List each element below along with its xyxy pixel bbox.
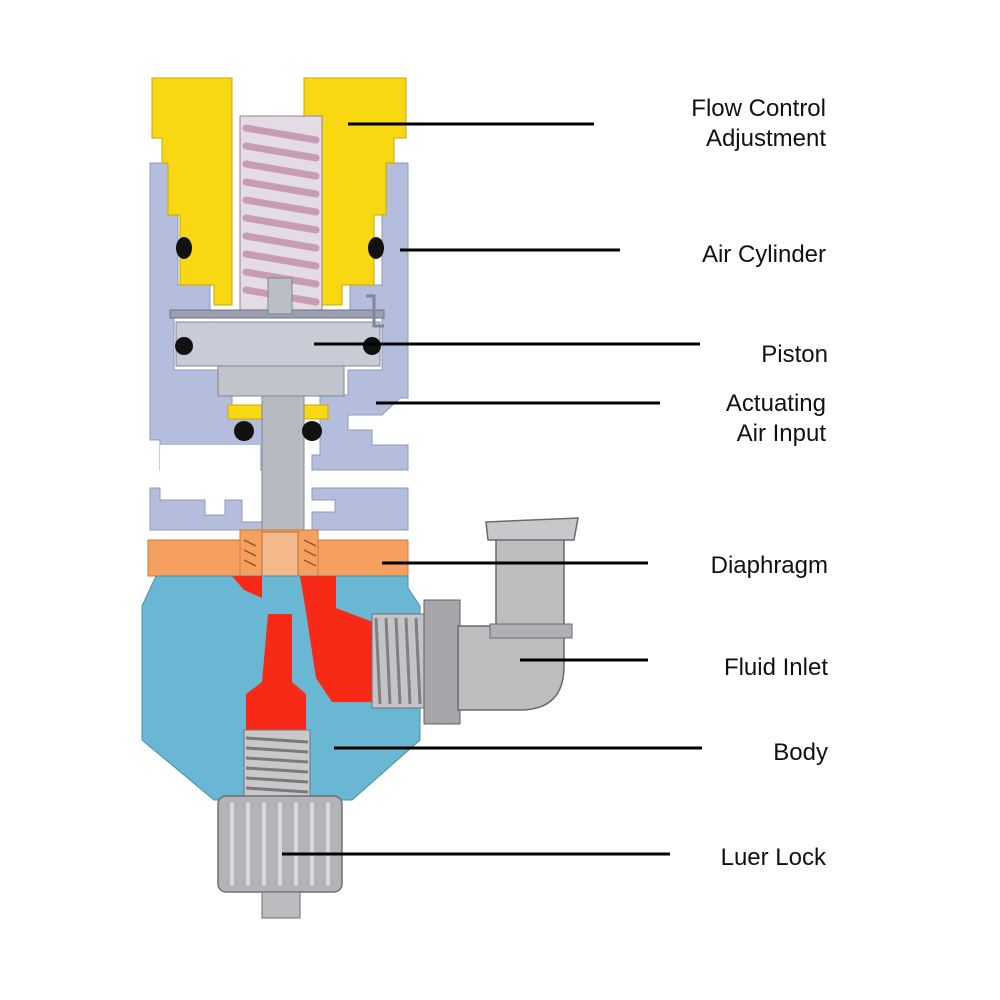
outlet-threads [243,729,311,799]
luer-lock [217,795,343,919]
label-luer-lock: Luer Lock [721,843,826,873]
diaphragm-left [147,539,241,577]
o-ring-stem-left [234,421,254,441]
o-ring-upper-left [176,237,192,259]
label-luer-lock-text: Luer Lock [720,844,826,871]
diaphragm-right [317,539,409,577]
luer-lock-tip [261,891,301,919]
label-air-cylinder: Air Cylinder [702,240,826,270]
air-cylinder-lower-block [149,487,263,531]
o-ring-upper-right [368,237,384,259]
fluid-inlet-fitting [371,517,579,725]
inlet-elbow-collar [489,623,573,639]
o-ring-piston-right [363,337,381,355]
flow-control-right-half [303,77,407,306]
label-actuating-line1: Actuating [725,390,826,417]
label-body-text: Body [773,739,828,766]
fluid-path [232,576,378,730]
o-rings [175,237,384,441]
air-cylinder-housing [149,162,409,531]
inlet-tube-top [485,517,579,541]
label-flow-control-line1: Flow Control [691,95,826,122]
air-port-opening [160,445,260,487]
fluid-chamber-left [232,576,262,598]
label-air-cylinder-text: Air Cylinder [701,241,826,268]
o-ring-piston-left [175,337,193,355]
inlet-hex-nut [423,599,461,725]
label-diaphragm-text: Diaphragm [710,552,828,579]
label-piston: Piston [761,340,828,370]
fluid-passage [300,576,378,702]
label-actuating-air-input: Actuating Air Input [726,389,826,449]
label-flow-control-adjustment: Flow Control Adjustment [691,94,826,154]
label-fluid-inlet: Fluid Inlet [724,653,828,683]
flow-control-left-half [151,77,233,306]
piston-stem-top [267,277,293,315]
label-actuating-line2: Air Input [736,420,826,447]
fluid-needle [246,614,306,730]
label-body: Body [773,738,828,768]
label-diaphragm: Diaphragm [711,551,828,581]
label-piston-text: Piston [761,341,828,368]
air-cylinder-lower-block-right [311,487,409,531]
stop-pin [366,294,384,328]
piston-hub [217,365,345,397]
o-ring-stem-right [302,421,322,441]
label-flow-control-line2: Adjustment [705,125,826,152]
leader-lines [282,122,702,856]
flow-control-knob [151,77,407,420]
label-fluid-inlet-text: Fluid Inlet [723,654,828,681]
piston-stem [261,395,305,537]
